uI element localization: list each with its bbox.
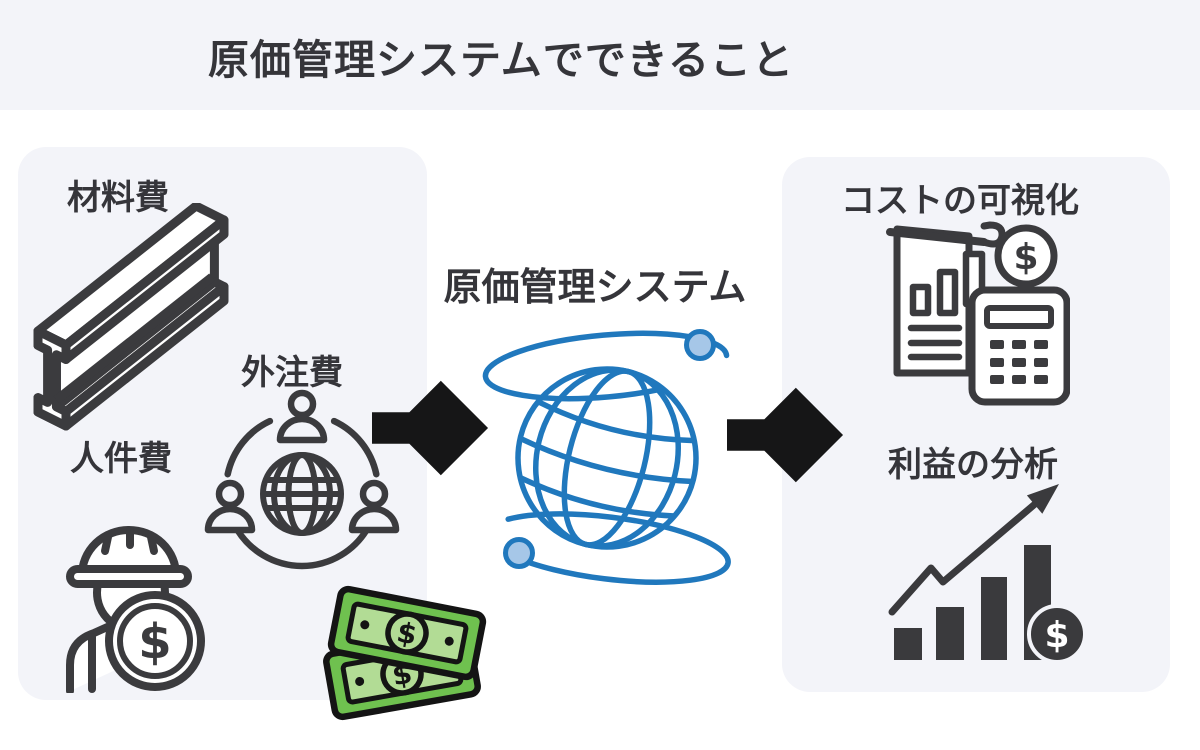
- growth-chart-icon: $: [888, 484, 1087, 664]
- svg-text:$: $: [1013, 237, 1038, 278]
- money-bills-icon: $ $: [323, 585, 487, 721]
- profit-analysis-label: 利益の分析: [888, 445, 1058, 485]
- cost-report-calculator-icon: $: [886, 221, 1070, 406]
- satellite-dot-icon: [503, 537, 535, 569]
- outsourcing-network-icon: [204, 389, 400, 570]
- outsourcing-label: 外注費: [241, 353, 343, 393]
- steel-beam-icon: [33, 203, 229, 431]
- svg-text:$: $: [138, 614, 171, 670]
- system-title: 原価管理システム: [443, 265, 747, 309]
- header-bar: 原価管理システムでできること: [0, 0, 1200, 110]
- satellite-dot-icon: [684, 329, 716, 361]
- construction-worker-icon: $: [66, 526, 205, 693]
- labor-label: 人件費: [70, 439, 172, 479]
- materials-label: 材料費: [67, 178, 169, 218]
- globe-orbit-icon: [482, 329, 731, 585]
- page-title: 原価管理システムでできること: [208, 36, 794, 84]
- outputs-panel: [782, 157, 1170, 692]
- svg-text:$: $: [1044, 615, 1069, 656]
- cost-visualization-label: コストの可視化: [841, 181, 1079, 221]
- flow-arrow-right-icon: [727, 387, 844, 483]
- flow-arrow-left-icon: [372, 380, 489, 476]
